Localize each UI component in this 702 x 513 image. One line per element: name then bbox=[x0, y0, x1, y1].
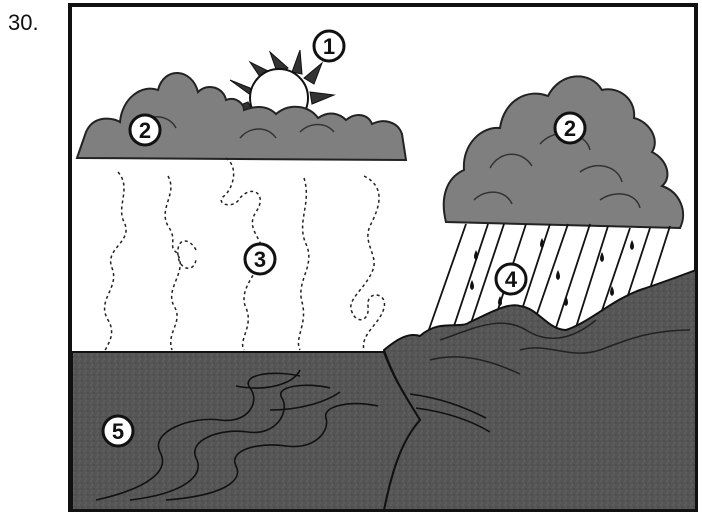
marker-4-label: 4 bbox=[505, 267, 518, 292]
marker-3-label: 3 bbox=[254, 247, 266, 272]
marker-2-left: 2 bbox=[130, 115, 160, 145]
marker-5-label: 5 bbox=[112, 419, 124, 444]
marker-3: 3 bbox=[245, 244, 275, 274]
marker-2-left-label: 2 bbox=[139, 118, 151, 143]
marker-4: 4 bbox=[496, 264, 526, 294]
marker-1: 1 bbox=[314, 31, 344, 61]
marker-2-right: 2 bbox=[555, 113, 585, 143]
marker-5: 5 bbox=[103, 416, 133, 446]
marker-2-right-label: 2 bbox=[564, 116, 576, 141]
marker-1-label: 1 bbox=[323, 34, 335, 59]
